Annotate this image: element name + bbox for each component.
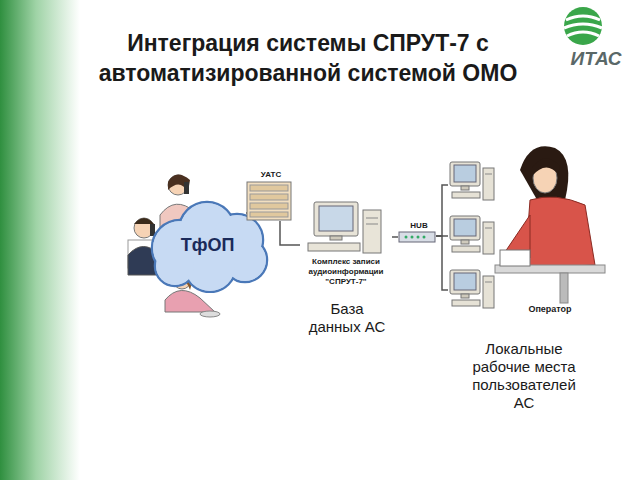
operator-label: Оператор [510, 304, 590, 315]
node-text: УАТС [246, 170, 296, 180]
lan-wires [436, 185, 448, 290]
database-label: База данных АС [306, 300, 388, 336]
operator-figure [495, 146, 605, 303]
pbx-box: УАТС [246, 170, 296, 221]
recorder-computer: Комплекс записи аудиоинформации "СПРУТ-7… [300, 200, 392, 287]
cable-line [280, 221, 300, 245]
cable-line [392, 236, 398, 238]
logo-globe [564, 7, 602, 45]
network-hub: HUB [398, 221, 440, 243]
logo-text: ИТАС [558, 48, 634, 71]
workstations-label: Локальные рабочие места пользователей АС [460, 340, 588, 412]
title: Интеграция системы СПРУТ-7 с автоматизир… [48, 28, 568, 88]
side-bar [0, 0, 80, 480]
node-text: Комплекс записи аудиоинформации "СПРУТ-7… [300, 257, 392, 287]
workstations [450, 162, 494, 308]
node-text: ТфОП [181, 234, 235, 257]
node-text: HUB [398, 221, 440, 231]
